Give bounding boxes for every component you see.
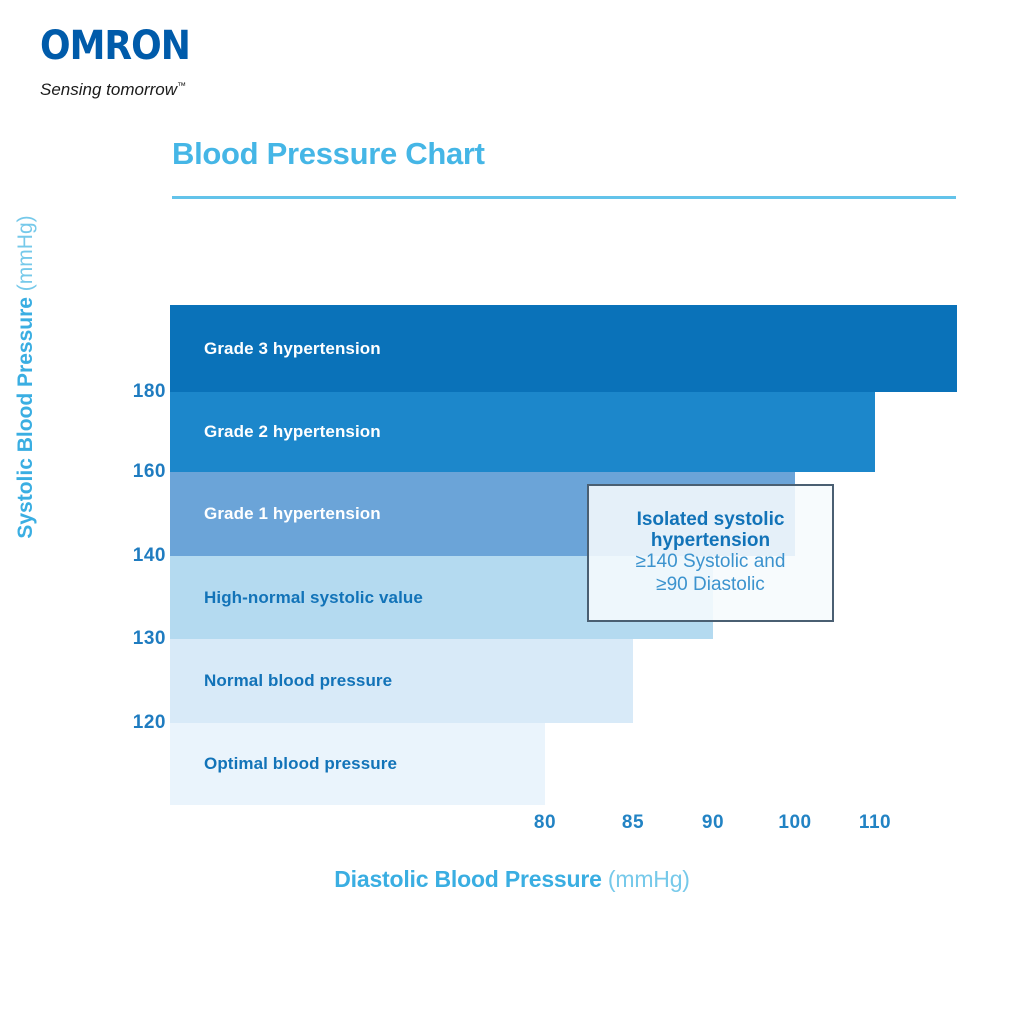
y-axis-tick-label: 160 (132, 461, 166, 482)
callout-detail-line-1: ≥140 Systolic and (635, 551, 786, 573)
brand-tagline-text: Sensing tomorrow (40, 80, 178, 99)
page-title: Blood Pressure Chart (172, 136, 485, 171)
y-axis-tick-label: 130 (132, 628, 166, 649)
chart-band-label: Grade 2 hypertension (204, 422, 381, 441)
x-axis-title: Diastolic Blood Pressure (mmHg) (0, 866, 1024, 893)
y-axis-unit: (mmHg) (14, 215, 37, 292)
callout-title-line-2: hypertension (650, 530, 771, 552)
chart-band-label: Grade 3 hypertension (204, 338, 381, 358)
callout-title-line-1: Isolated systolic (636, 508, 785, 530)
chart-band: Normal blood pressure (170, 639, 633, 723)
y-axis-title-text: Systolic Blood Pressure (14, 297, 37, 539)
trademark-mark: ™ (177, 80, 187, 91)
y-axis-tick-label: 120 (132, 712, 166, 733)
chart-band: Grade 2 hypertension (170, 392, 875, 472)
y-axis-title: Systolic Blood Pressure (mmHg) (14, 167, 38, 587)
callout-detail-line-2: ≥90 Diastolic (656, 574, 765, 596)
x-axis-tick-label: 100 (778, 812, 812, 833)
y-axis-tick-label: 180 (132, 381, 166, 402)
omron-logo: OMRON (40, 23, 191, 69)
x-axis-unit: (mmHg) (607, 866, 690, 892)
x-axis-tick-label: 80 (533, 812, 557, 833)
title-divider (172, 196, 956, 199)
y-axis-ticks: 180 160 140 130 120 (104, 305, 166, 805)
chart-band-label: Optimal blood pressure (204, 754, 398, 773)
y-axis-tick-label: 140 (132, 545, 166, 566)
chart-band-label: High-normal systolic value (204, 587, 423, 607)
x-axis-title-text: Diastolic Blood Pressure (334, 866, 602, 892)
chart-band-label: Normal blood pressure (204, 671, 393, 690)
brand-block: OMRON Sensing tomorrow™ (40, 26, 440, 100)
isolated-systolic-hypertension-callout: Isolated systolic hypertension ≥140 Syst… (587, 484, 834, 622)
x-axis-tick-label: 110 (858, 812, 892, 833)
x-axis-tick-label: 90 (701, 812, 725, 833)
chart-band: Optimal blood pressure (170, 723, 545, 805)
x-axis-ticks: 80 85 90 100 110 (170, 812, 957, 842)
x-axis-tick-label: 85 (621, 812, 645, 833)
chart-band: Grade 3 hypertension (170, 305, 957, 392)
brand-tagline: Sensing tomorrow™ (40, 80, 440, 100)
chart-band-label: Grade 1 hypertension (204, 504, 381, 523)
